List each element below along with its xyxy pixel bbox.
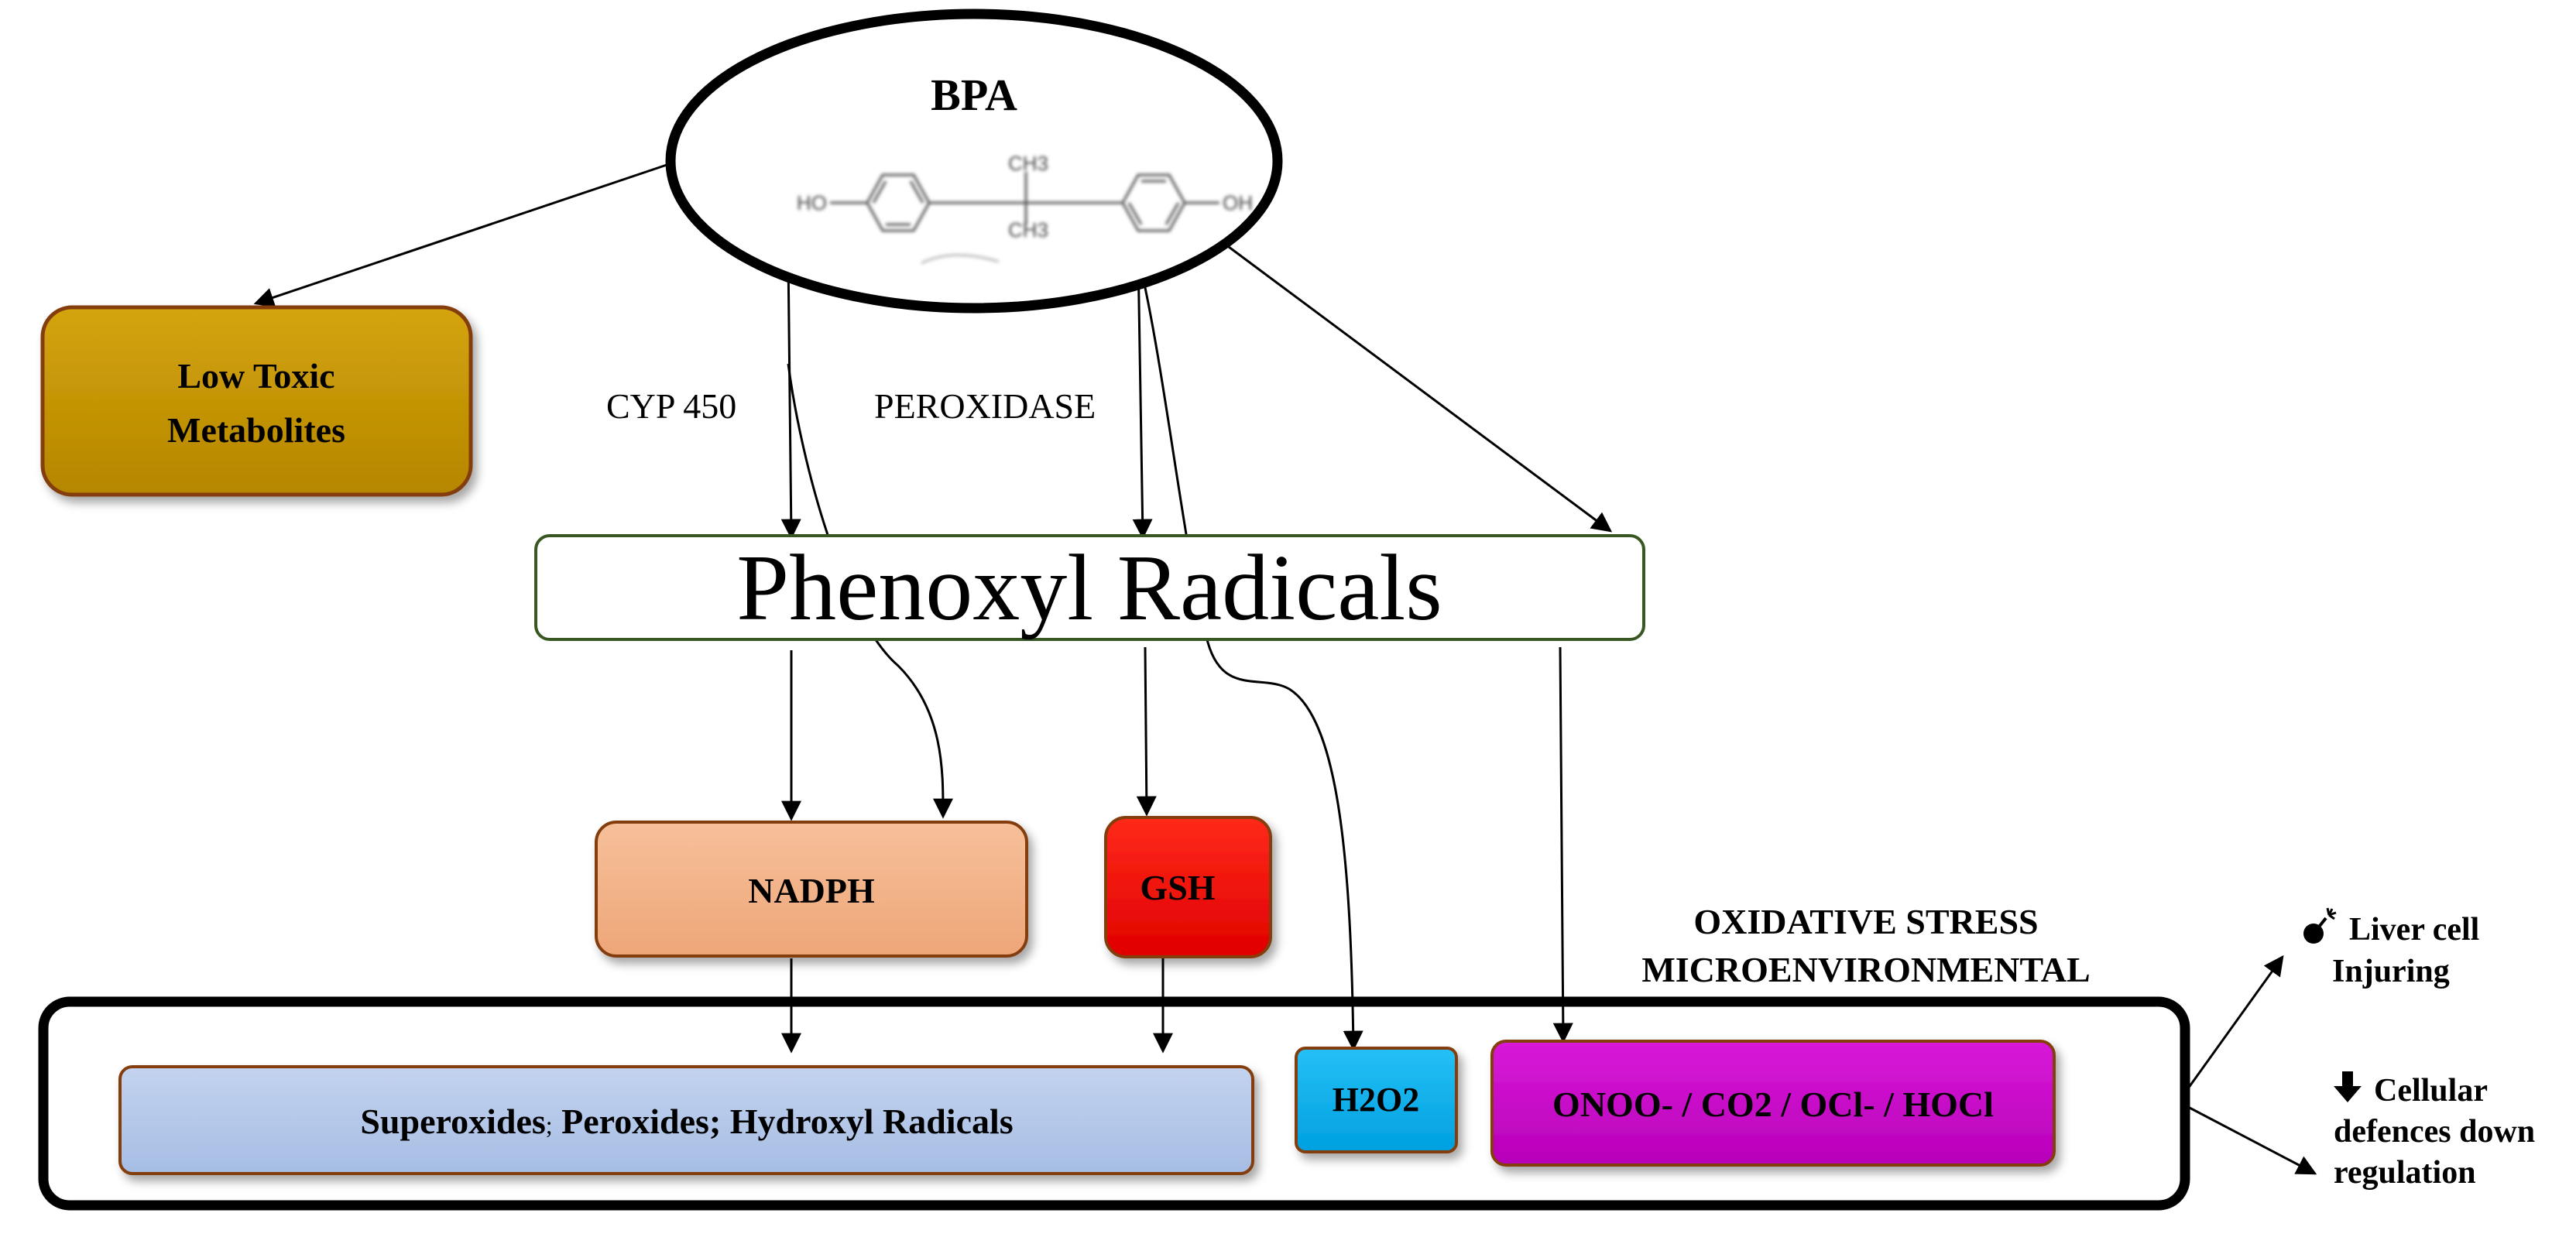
liver-outcome: Liver cell Injuring <box>2303 907 2479 989</box>
h2o2-node: H2O2 <box>1295 1047 1458 1153</box>
arrow-bpa-to-nadph-curve <box>787 363 954 819</box>
oxidative-stress-container <box>38 996 2190 1211</box>
superoxides-node: Superoxides; Peroxides; Hydroxyl Radical… <box>118 1065 1254 1175</box>
defence-outcome-line2: defences down <box>2334 1114 2535 1150</box>
h2o2-box <box>1295 1047 1458 1153</box>
oxidative-stress-title-line2: MICROENVIRONMENTAL <box>1641 950 2090 989</box>
bpa-title: BPA <box>931 70 1017 120</box>
liver-outcome-line2: Injuring <box>2332 954 2450 989</box>
phenoxyl-box <box>534 534 1645 641</box>
bpa-structure <box>830 172 1219 265</box>
oxidative-stress-title-line1: OXIDATIVE STRESS <box>1693 902 2038 941</box>
onoo-node: ONOO- / CO2 / OCl- / HOCl <box>1490 1040 2056 1167</box>
superoxides-label-sep: ; <box>546 1111 553 1139</box>
label-ch3-bottom: CH3 <box>1008 218 1048 242</box>
peroxidase-label: PEROXIDASE <box>874 386 1096 426</box>
nadph-node: NADPH <box>595 821 1028 958</box>
label-ch3-top: CH3 <box>1008 152 1048 175</box>
low-toxic-label-line2: Metabolites <box>167 410 345 450</box>
defence-outcome: Cellular defences down regulation <box>2334 1071 2535 1191</box>
nadph-label: NADPH <box>748 871 875 910</box>
arrow-bpa-peroxidase-to-phenoxyl <box>1132 255 1153 540</box>
arrow-stress-to-defences <box>2187 1105 2317 1175</box>
onoo-label: ONOO- / CO2 / OCl- / HOCl <box>1552 1085 1994 1124</box>
bpa-node: BPA HO OH CH3 CH3 <box>665 9 1283 314</box>
liver-outcome-line1: Liver cell <box>2349 912 2479 948</box>
label-oh: OH <box>1223 191 1253 214</box>
phenoxyl-node: Phenoxyl Radicals <box>534 534 1645 641</box>
superoxides-box <box>118 1065 1254 1175</box>
defence-outcome-line3: regulation <box>2334 1155 2476 1191</box>
nadph-box <box>595 821 1028 958</box>
h2o2-label: H2O2 <box>1333 1081 1419 1119</box>
superoxides-label: Superoxides; Peroxides; Hydroxyl Radical… <box>360 1102 1013 1141</box>
low-toxic-label-line1: Low Toxic <box>177 356 334 396</box>
defence-outcome-line1: Cellular <box>2374 1073 2488 1109</box>
arrow-bpa-to-low-toxic <box>253 161 674 307</box>
bpa-structure-labels: HO OH CH3 CH3 <box>797 152 1253 242</box>
phenoxyl-label: Phenoxyl Radicals <box>736 536 1442 640</box>
onoo-box <box>1490 1040 2056 1167</box>
arrow-bpa-to-phenoxyl-right <box>1219 238 1613 533</box>
gsh-box <box>1104 816 1272 958</box>
superoxides-label-a: Superoxides <box>360 1102 545 1141</box>
low-toxic-box <box>40 305 473 497</box>
superoxides-label-b: Peroxides; Hydroxyl Radicals <box>553 1102 1014 1141</box>
gsh-node: GSH <box>1104 816 1272 958</box>
bpa-ellipse <box>665 9 1283 314</box>
arrow-phenoxyl-to-onoo <box>1552 646 1573 1044</box>
label-ho: HO <box>797 191 827 214</box>
arrow-bpa-cyp-to-phenoxyl <box>780 255 801 540</box>
arrow-phenoxyl-to-gsh <box>1136 646 1157 817</box>
arrow-bpa-to-h2o2-curve <box>1138 262 1363 1051</box>
arrow-stress-to-liver <box>2187 954 2284 1089</box>
down-arrow-icon <box>2334 1071 2362 1102</box>
bomb-icon <box>2303 907 2337 944</box>
low-toxic-node: Low Toxic Metabolites <box>40 305 473 497</box>
connectors <box>253 161 2317 1175</box>
cyp450-label: CYP 450 <box>606 386 736 426</box>
gsh-label: GSH <box>1140 868 1215 907</box>
